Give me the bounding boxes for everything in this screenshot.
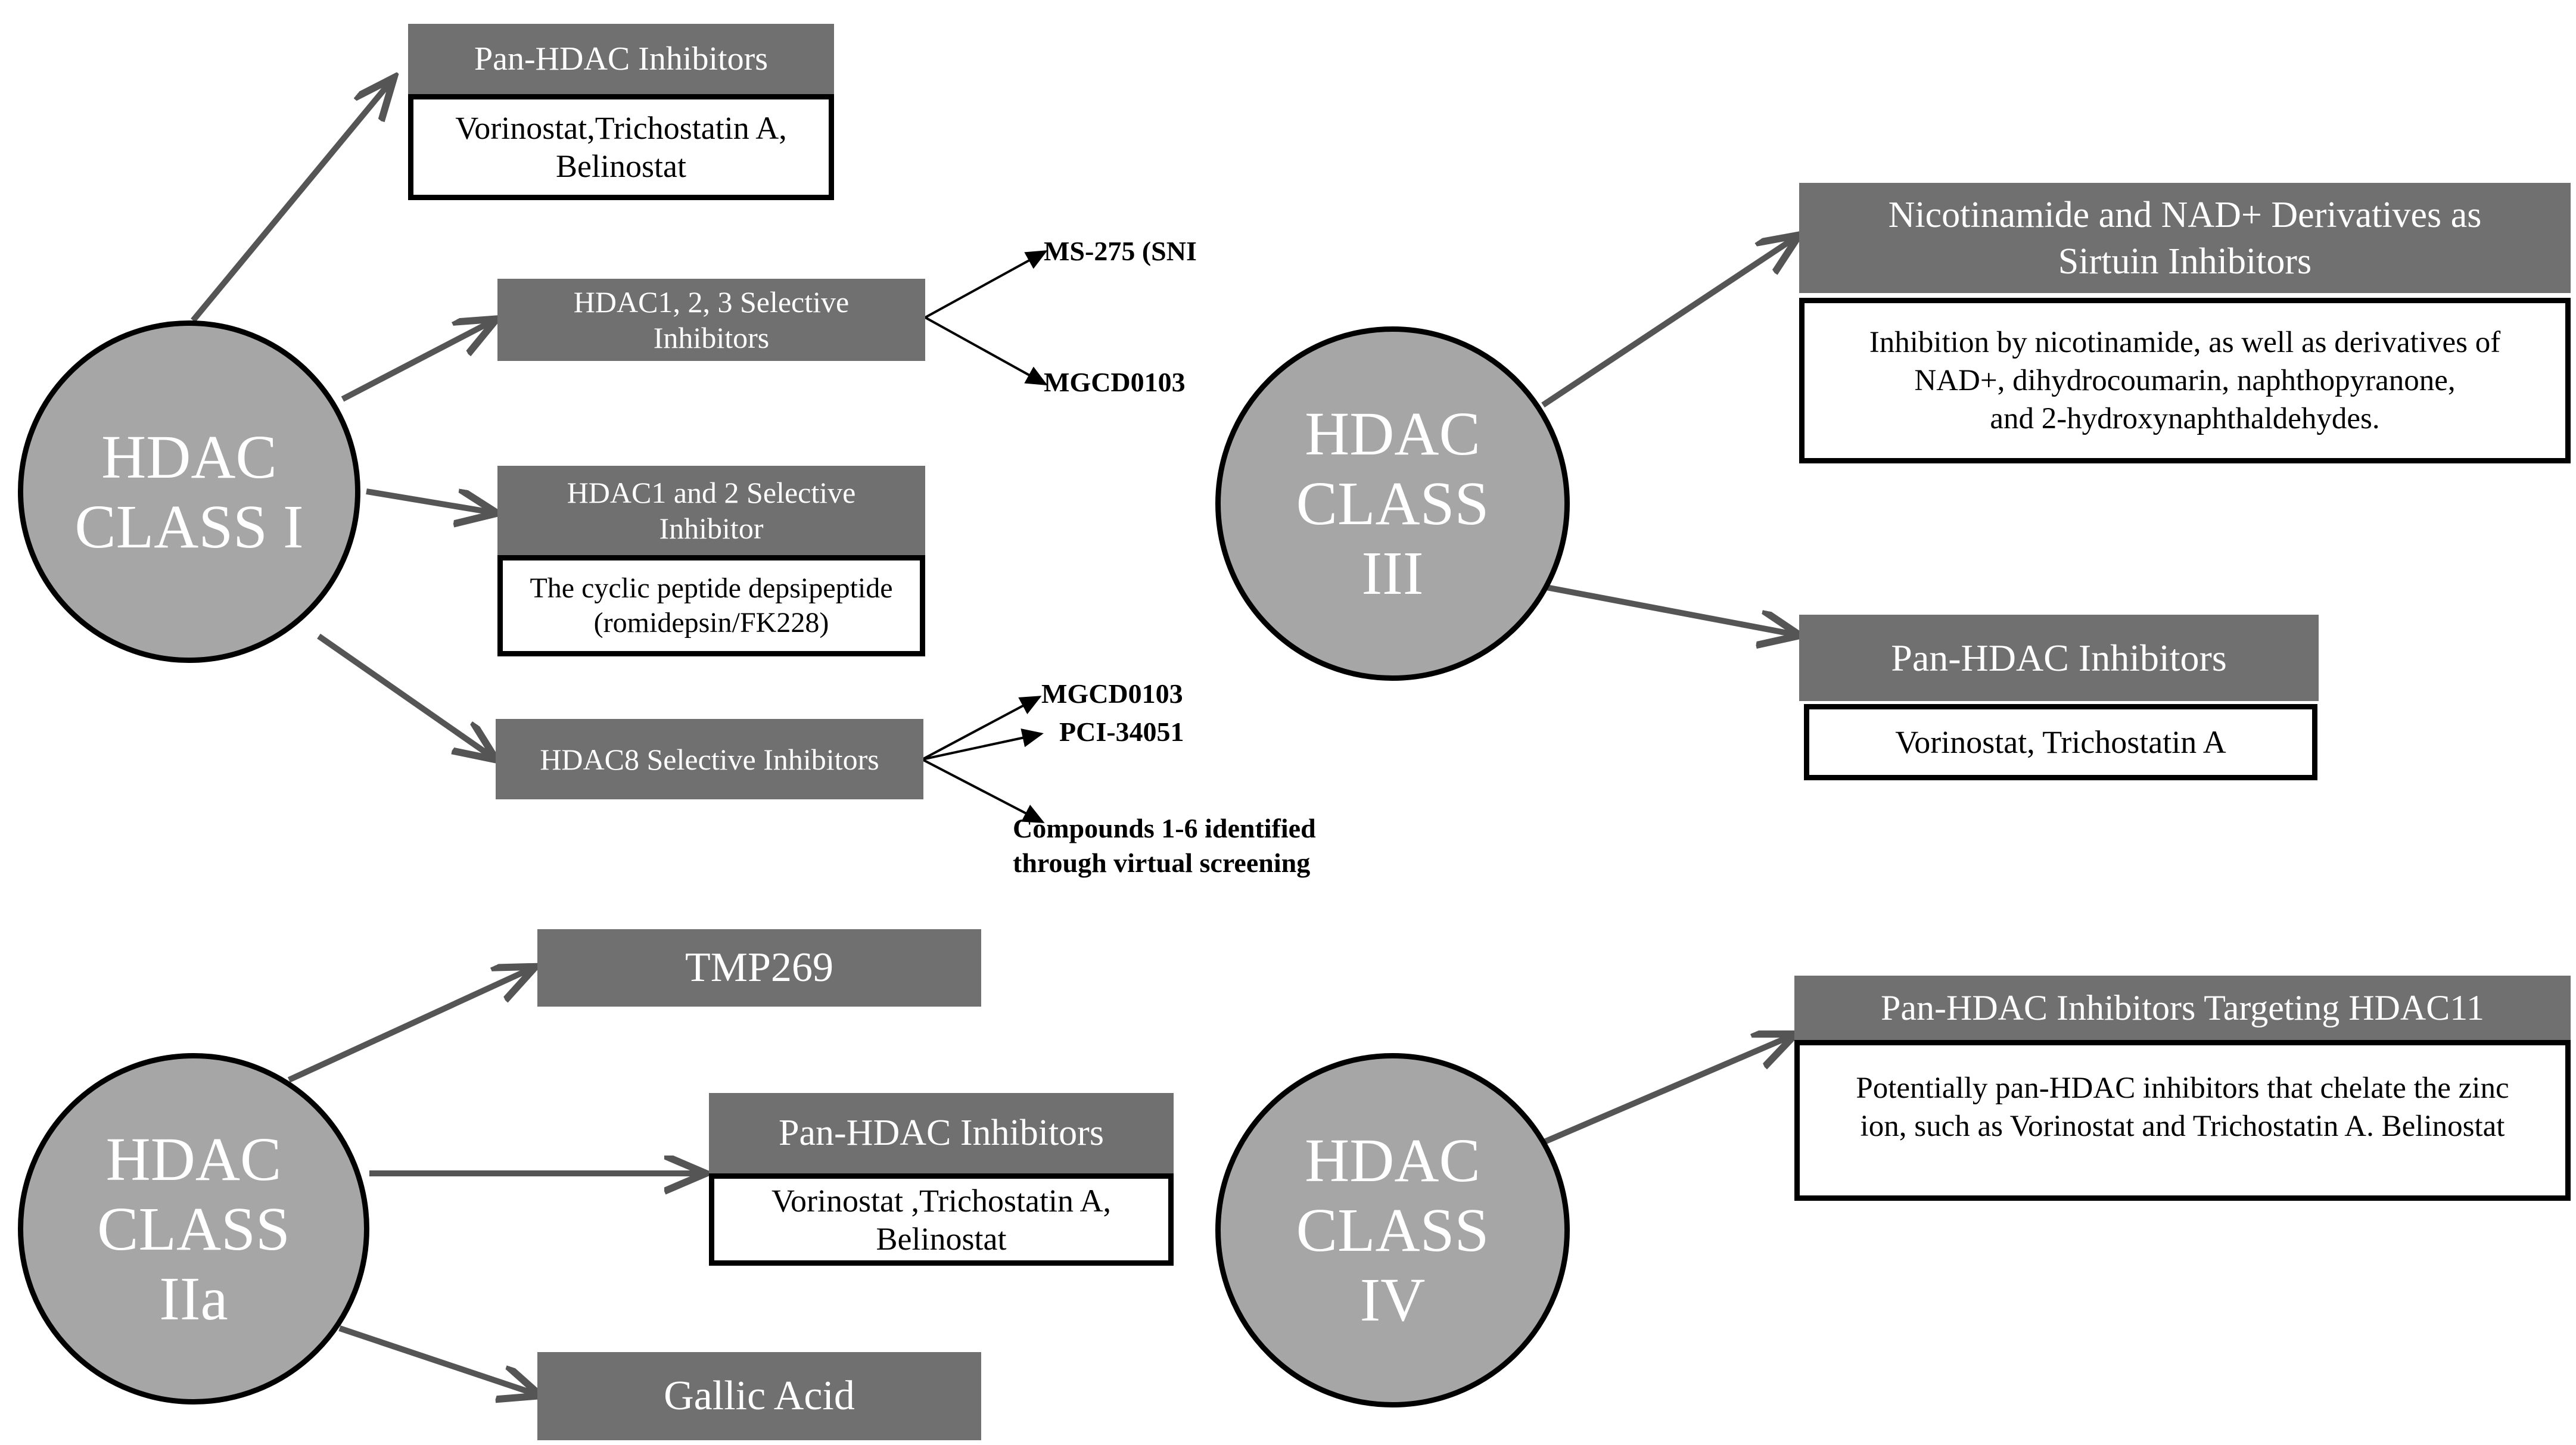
class1-hdac8-item-mgcd0103: MGCD0103 <box>1041 678 1183 709</box>
class3-circle: HDAC CLASS III <box>1215 326 1570 681</box>
class3-nad-body: Inhibition by nicotinamide, as well as d… <box>1799 298 2571 463</box>
class3-nad-header: Nicotinamide and NAD+ Derivatives as Sir… <box>1799 183 2571 293</box>
class2a-gallic-acid-box: Gallic Acid <box>537 1352 981 1440</box>
line-hdac8-compounds <box>922 758 1045 823</box>
class3-pan-header: Pan-HDAC Inhibitors <box>1799 615 2319 701</box>
class4-pan11-body: Potentially pan-HDAC inhibitors that che… <box>1794 1040 2571 1201</box>
class1-hdac123-item-mgcd0103: MGCD0103 <box>1044 367 1186 397</box>
line-hdac8-pci <box>922 728 1044 761</box>
arrow-class4-pan11 <box>1542 1036 1790 1145</box>
class2a-pan-header: Pan-HDAC Inhibitors <box>709 1093 1174 1173</box>
arrow-class1-hdac12 <box>366 488 491 512</box>
class1-hdac12-body: The cyclic peptide depsipeptide (romidep… <box>497 555 925 656</box>
arrow-class1-pan <box>191 82 390 323</box>
class1-pan-header: Pan-HDAC Inhibitors <box>408 24 834 94</box>
line-hdac123-ms275 <box>925 250 1048 319</box>
arrow-class2a-gallic <box>338 1325 535 1394</box>
arrow-class1-hdac123 <box>341 322 491 402</box>
arrow-class3-pan <box>1542 584 1794 634</box>
class4-circle: HDAC CLASS IV <box>1215 1053 1570 1407</box>
class1-hdac123-header: HDAC1, 2, 3 Selective Inhibitors <box>497 279 925 361</box>
arrow-class2a-tmp <box>287 969 530 1083</box>
class1-hdac8-header: HDAC8 Selective Inhibitors <box>496 719 923 799</box>
arrow-class1-hdac8 <box>317 633 491 756</box>
class2a-circle: HDAC CLASS IIa <box>18 1053 369 1404</box>
arrow-class3-nad <box>1541 238 1794 408</box>
class1-hdac8-item-compounds: Compounds 1-6 identified through virtual… <box>1013 813 1316 878</box>
class1-circle: HDAC CLASS I <box>18 320 360 663</box>
class1-hdac123-item-ms275: MS-275 (SNI <box>1044 236 1197 266</box>
class2a-pan-body: Vorinostat ,Trichostatin A, Belinostat <box>709 1173 1174 1266</box>
line-hdac8-mgcd <box>922 696 1042 761</box>
class2a-tmp269-box: TMP269 <box>537 929 981 1007</box>
class3-pan-body: Vorinostat, Trichostatin A <box>1804 704 2317 780</box>
class1-hdac8-item-pci34051: PCI-34051 <box>1059 717 1184 747</box>
line-hdac123-mgcd <box>925 316 1048 385</box>
class1-hdac12-header: HDAC1 and 2 Selective Inhibitor <box>497 466 925 555</box>
class1-pan-body: Vorinostat,Trichostatin A, Belinostat <box>408 94 834 200</box>
class4-pan11-header: Pan-HDAC Inhibitors Targeting HDAC11 <box>1794 976 2571 1040</box>
